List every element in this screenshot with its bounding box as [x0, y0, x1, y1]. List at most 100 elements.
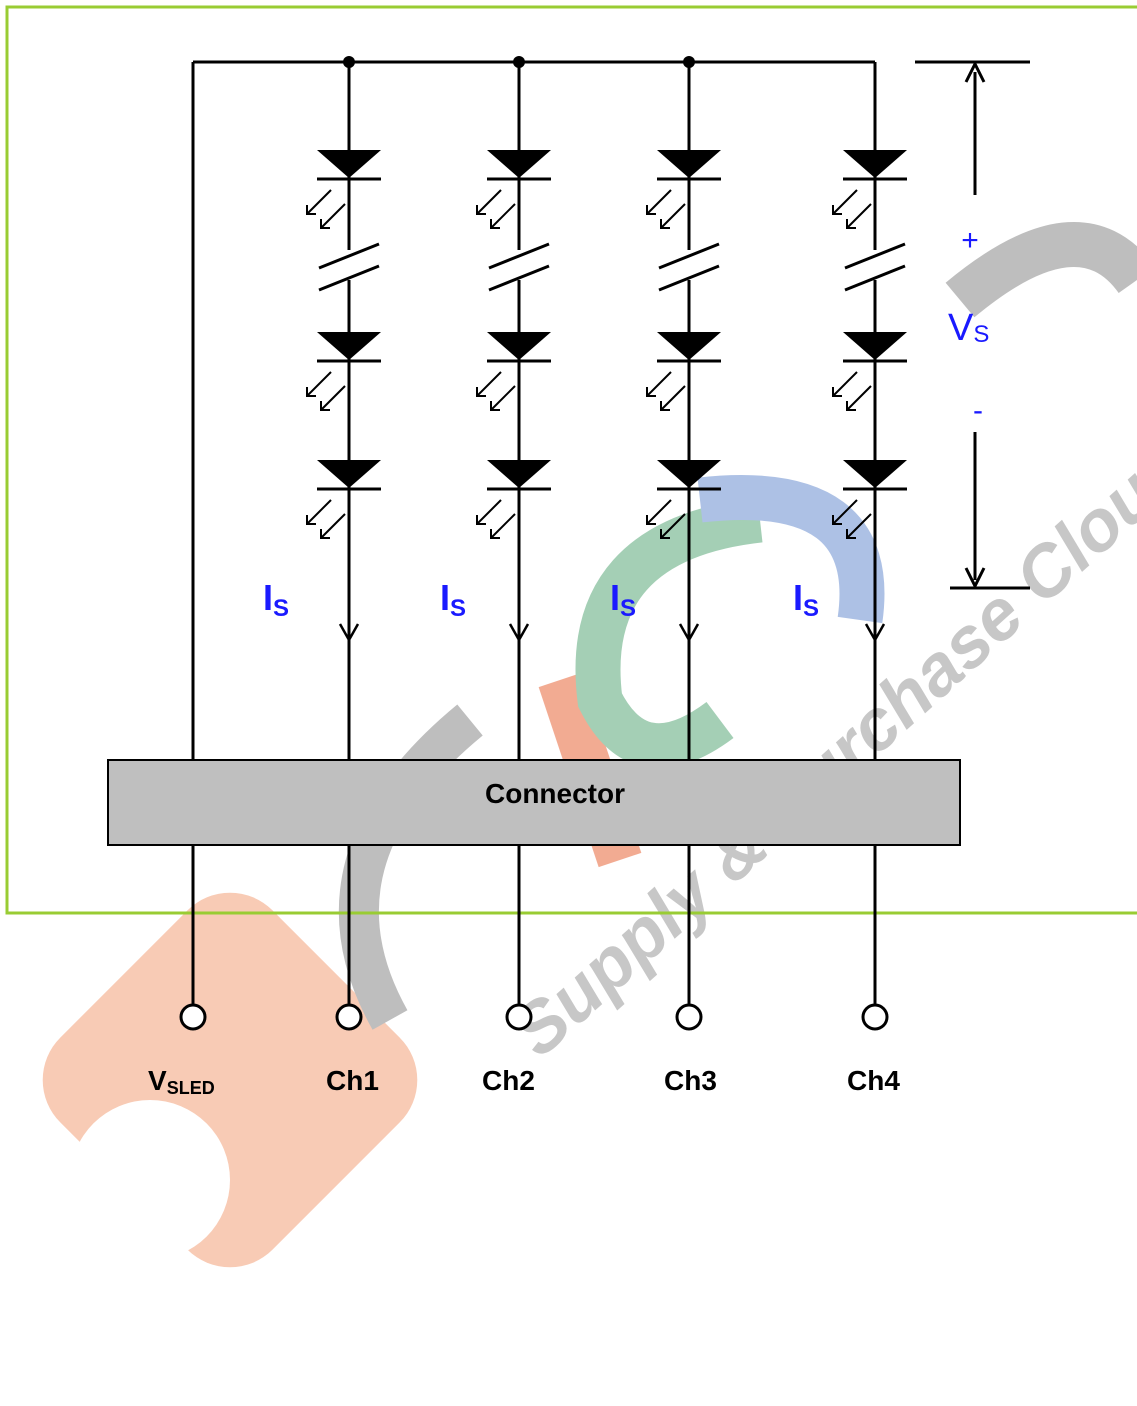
vs-symbol: V [948, 307, 974, 349]
current-label: IS [793, 577, 819, 622]
light-emission-arrowhead-icon [832, 387, 842, 397]
string-break-mark-icon [658, 242, 720, 270]
light-emission-arrowhead-icon [490, 219, 500, 229]
string-break-gap [685, 250, 693, 280]
led-icon [306, 150, 381, 229]
light-emission-arrow-icon [306, 499, 332, 525]
led-triangle [317, 332, 381, 360]
light-emission-arrow-icon [490, 385, 516, 411]
terminal-circle-icon [335, 1003, 363, 1031]
light-emission-arrowhead-icon [306, 387, 316, 397]
string-break-mark-icon [844, 264, 906, 292]
light-emission-arrow-icon [476, 371, 502, 397]
light-emission-arrowhead-icon [660, 401, 670, 411]
light-emission-arrow-icon [846, 513, 872, 539]
led-icon [646, 460, 721, 539]
led-icon [646, 150, 721, 229]
light-emission-arrow-icon [832, 371, 858, 397]
string-break-mark-icon [318, 264, 380, 292]
light-emission-arrow-icon [490, 203, 516, 229]
terminal-label-main: Ch4 [847, 1065, 900, 1096]
light-emission-arrowhead-icon [306, 205, 316, 215]
terminal-circle-icon [675, 1003, 703, 1031]
watermark-logo-icon [42, 892, 418, 1360]
light-emission-arrow-icon [646, 499, 672, 525]
terminal-circle-icon [861, 1003, 889, 1031]
led-icon [306, 460, 381, 539]
light-emission-arrow-icon [646, 189, 672, 215]
terminal-ch1: Ch1 [326, 1003, 379, 1096]
light-emission-arrowhead-icon [832, 205, 842, 215]
string-break-gap [871, 250, 879, 280]
light-emission-arrowhead-icon [476, 387, 486, 397]
terminal-label: Ch2 [482, 1065, 535, 1096]
current-symbol: I [263, 577, 273, 618]
led-icon [646, 332, 721, 411]
led-icon [832, 150, 907, 229]
light-emission-arrowhead-icon [646, 205, 656, 215]
light-emission-arrowhead-icon [846, 529, 856, 539]
light-emission-arrow-icon [846, 203, 872, 229]
terminal-label: VSLED [148, 1065, 215, 1098]
current-arrow-icon [508, 623, 530, 643]
current-symbol: I [440, 577, 450, 618]
light-emission-arrow-icon [832, 499, 858, 525]
light-emission-arrow-icon [320, 385, 346, 411]
current-subscript: S [803, 595, 819, 622]
current-subscript: S [450, 595, 466, 622]
string-break-gap [515, 250, 523, 280]
terminal-label-main: Ch3 [664, 1065, 717, 1096]
led-triangle [843, 332, 907, 360]
vs-label: VS [948, 307, 989, 349]
connector-block [107, 759, 961, 846]
light-emission-arrowhead-icon [320, 401, 330, 411]
current-arrow-icon [338, 623, 360, 643]
light-emission-arrowhead-icon [490, 401, 500, 411]
light-emission-arrowhead-icon [320, 529, 330, 539]
vs-subscript: S [973, 321, 989, 348]
led-string-ch3: IS [610, 62, 721, 1005]
led-icon [832, 332, 907, 411]
light-emission-arrow-icon [646, 371, 672, 397]
light-emission-arrowhead-icon [306, 515, 316, 525]
vs-down-arrowhead-icon [964, 567, 986, 590]
terminal-label: Ch1 [326, 1065, 379, 1096]
led-icon [476, 150, 551, 229]
terminal-vsled: VSLED [148, 1003, 215, 1098]
light-emission-arrow-icon [490, 513, 516, 539]
led-icon [306, 332, 381, 411]
terminal-label-main: Ch2 [482, 1065, 535, 1096]
current-symbol: I [610, 577, 620, 618]
light-emission-arrow-icon [476, 189, 502, 215]
connector-label: Connector [485, 778, 625, 809]
light-emission-arrow-icon [320, 203, 346, 229]
light-emission-arrowhead-icon [660, 529, 670, 539]
terminal-circle-icon [505, 1003, 533, 1031]
light-emission-arrow-icon [660, 385, 686, 411]
led-triangle [657, 332, 721, 360]
vs-up-arrowhead-icon [964, 60, 986, 83]
terminal-label: Ch4 [847, 1065, 900, 1096]
light-emission-arrow-icon [846, 385, 872, 411]
led-icon [476, 460, 551, 539]
led-string-ch4: IS [793, 62, 907, 1005]
led-icon [832, 460, 907, 539]
current-arrow-icon [864, 623, 886, 643]
string-break-mark-icon [658, 264, 720, 292]
light-emission-arrowhead-icon [832, 515, 842, 525]
module-border [5, 5, 1137, 915]
current-label: IS [440, 577, 466, 622]
led-triangle [843, 460, 907, 488]
terminal-ch3: Ch3 [664, 1003, 717, 1096]
led-triangle [487, 460, 551, 488]
light-emission-arrowhead-icon [646, 387, 656, 397]
voltage-measurement: + VS - [915, 60, 1030, 590]
string-break-gap [345, 250, 353, 280]
terminal-ch4: Ch4 [847, 1003, 900, 1096]
terminal-label-main: V [148, 1065, 167, 1096]
vs-minus-sign: - [973, 394, 983, 427]
light-emission-arrow-icon [476, 499, 502, 525]
output-terminals: VSLED Ch1 Ch2 Ch3 Ch4 [148, 1003, 900, 1098]
string-break-mark-icon [318, 242, 380, 270]
